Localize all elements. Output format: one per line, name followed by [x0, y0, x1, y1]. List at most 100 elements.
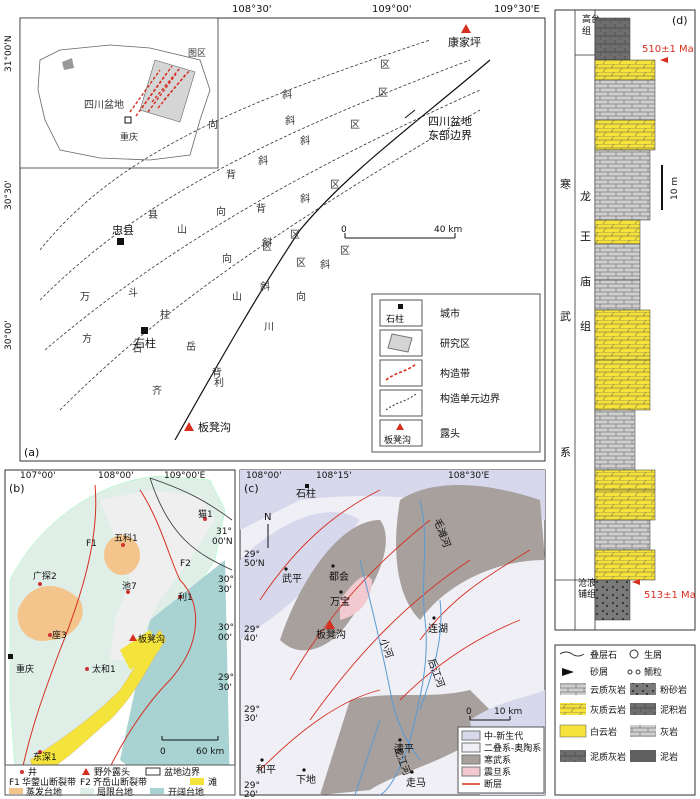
svg-text:30': 30': [218, 585, 232, 595]
a-top-tick-3: 109°30'E: [494, 4, 540, 15]
svg-text:龙: 龙: [580, 190, 591, 203]
svg-text:砂屑: 砂屑: [590, 666, 608, 678]
sichuan-basin-east-boundary: [174, 59, 491, 441]
a-scale-left: 0: [341, 225, 347, 235]
svg-text:30': 30': [218, 683, 232, 693]
b-fault-f1: F1: [86, 539, 97, 549]
svg-text:云质灰岩: 云质灰岩: [590, 684, 626, 696]
svg-text:和平: 和平: [256, 764, 276, 776]
svg-text:20': 20': [244, 790, 258, 799]
c-scale-left: 0: [466, 707, 472, 717]
panel-c: 108°00' 108°15' 108°30'E 29° 50'N 29° 40…: [239, 469, 546, 799]
svg-text:太和1: 太和1: [92, 663, 116, 675]
svg-text:井: 井: [28, 766, 37, 778]
svg-text:区: 区: [262, 241, 272, 253]
boundary-label-2: 东部边界: [428, 128, 472, 142]
fault-f1: [19, 484, 97, 781]
svg-text:斜: 斜: [285, 114, 295, 127]
d-lithology-column: [594, 17, 656, 621]
legend-boundary-label: 构造单元边界: [440, 392, 500, 405]
svg-text:开阔台地: 开阔台地: [168, 786, 204, 798]
svg-text:猫1: 猫1: [198, 508, 213, 520]
svg-text:29°: 29°: [244, 705, 260, 715]
svg-text:利1: 利1: [178, 591, 193, 603]
b-top-tick-1: 107°00': [20, 471, 56, 481]
svg-text:泥质灰岩: 泥质灰岩: [590, 751, 626, 763]
svg-text:石: 石: [132, 344, 142, 355]
svg-text:白云岩: 白云岩: [590, 726, 617, 738]
inset-basin-outline: [37, 44, 211, 161]
d-age-bottom-marker: [632, 579, 640, 585]
svg-text:岳: 岳: [186, 341, 196, 353]
d-legend: [554, 644, 696, 796]
svg-text:向: 向: [216, 205, 226, 218]
svg-text:背: 背: [212, 366, 222, 379]
d-age-top-marker: [660, 57, 668, 63]
panel-b-label: (b): [9, 482, 25, 495]
svg-text:局限台地: 局限台地: [97, 786, 133, 798]
kangjiaping-marker: [461, 24, 471, 33]
bandenggou-label: 板凳沟: [198, 420, 231, 434]
svg-text:利: 利: [214, 377, 224, 389]
svg-text:40': 40': [244, 634, 258, 644]
svg-text:鲕粒: 鲕粒: [644, 666, 662, 678]
b-bandenggou-marker: [129, 634, 137, 641]
bandenggou-marker: [184, 422, 194, 431]
svg-text:震旦系: 震旦系: [484, 767, 511, 778]
a-left-tick-1: 31°00'N: [4, 35, 14, 72]
svg-text:00'N: 00'N: [212, 537, 233, 547]
svg-text:系: 系: [560, 446, 571, 459]
d-age-bottom: 513±1 Ma: [644, 590, 696, 601]
svg-text:108°30'E: 108°30'E: [448, 471, 490, 481]
sinian-outcrop: [340, 576, 372, 620]
svg-text:粉砂岩: 粉砂岩: [660, 684, 687, 696]
kangjiaping-label: 康家坪: [448, 35, 481, 49]
svg-text:座3: 座3: [52, 629, 67, 641]
svg-text:泥岩: 泥岩: [660, 751, 678, 763]
mesozoic-west: [240, 512, 360, 640]
north-arrow: N: [264, 512, 271, 523]
svg-text:蒸发台地: 蒸发台地: [26, 786, 62, 798]
b-top-tick-3: 109°00'E: [164, 471, 206, 481]
inset-study-area: [139, 59, 196, 123]
svg-text:区: 区: [296, 257, 306, 269]
inset-island: [62, 58, 74, 70]
inset-title: 图区: [188, 48, 206, 59]
svg-text:区: 区: [380, 59, 390, 71]
b-bandenggou-label: 板凳沟: [138, 633, 165, 645]
svg-text:区: 区: [350, 119, 360, 131]
a-left-tick-3: 30°00': [4, 320, 14, 350]
svg-text:30°: 30°: [218, 623, 234, 633]
svg-text:区: 区: [340, 245, 350, 257]
svg-text:寒: 寒: [560, 177, 571, 191]
shoal: [29, 629, 167, 776]
d-age-top: 510±1 Ma: [642, 44, 694, 55]
legend-city-label: 城市: [440, 307, 460, 320]
panel-d-label: (d): [672, 14, 688, 27]
c-rivers: [354, 499, 442, 796]
a-left-tick-2: 30°30': [4, 180, 14, 210]
svg-text:生屑: 生屑: [644, 649, 662, 661]
svg-text:背: 背: [256, 202, 266, 215]
svg-text:广探2: 广探2: [33, 570, 57, 582]
b-scale-right: 60 km: [196, 747, 224, 757]
panel-a-label: (a): [24, 446, 39, 459]
svg-text:都会: 都会: [329, 570, 349, 583]
svg-text:野外露头: 野外露头: [94, 766, 130, 778]
svg-text:00': 00': [218, 633, 232, 643]
svg-text:30°: 30°: [218, 575, 234, 585]
svg-text:走马: 走马: [406, 777, 426, 789]
svg-text:柱: 柱: [160, 308, 170, 321]
svg-text:29°: 29°: [218, 673, 234, 683]
svg-text:29°: 29°: [244, 781, 260, 791]
panel-c-label: (c): [244, 482, 259, 495]
panel-a: 四川盆地 重庆 图区 108°30' 109°00' 109°30'E 31°0…: [4, 4, 546, 462]
chongqing-marker: [8, 654, 13, 659]
a-unit-boundaries: [39, 39, 481, 411]
a-top-tick-2: 109°00': [372, 4, 412, 15]
svg-text:F1: F1: [9, 778, 20, 788]
shizhu-label: 石柱: [134, 336, 156, 350]
svg-text:向: 向: [296, 290, 306, 303]
